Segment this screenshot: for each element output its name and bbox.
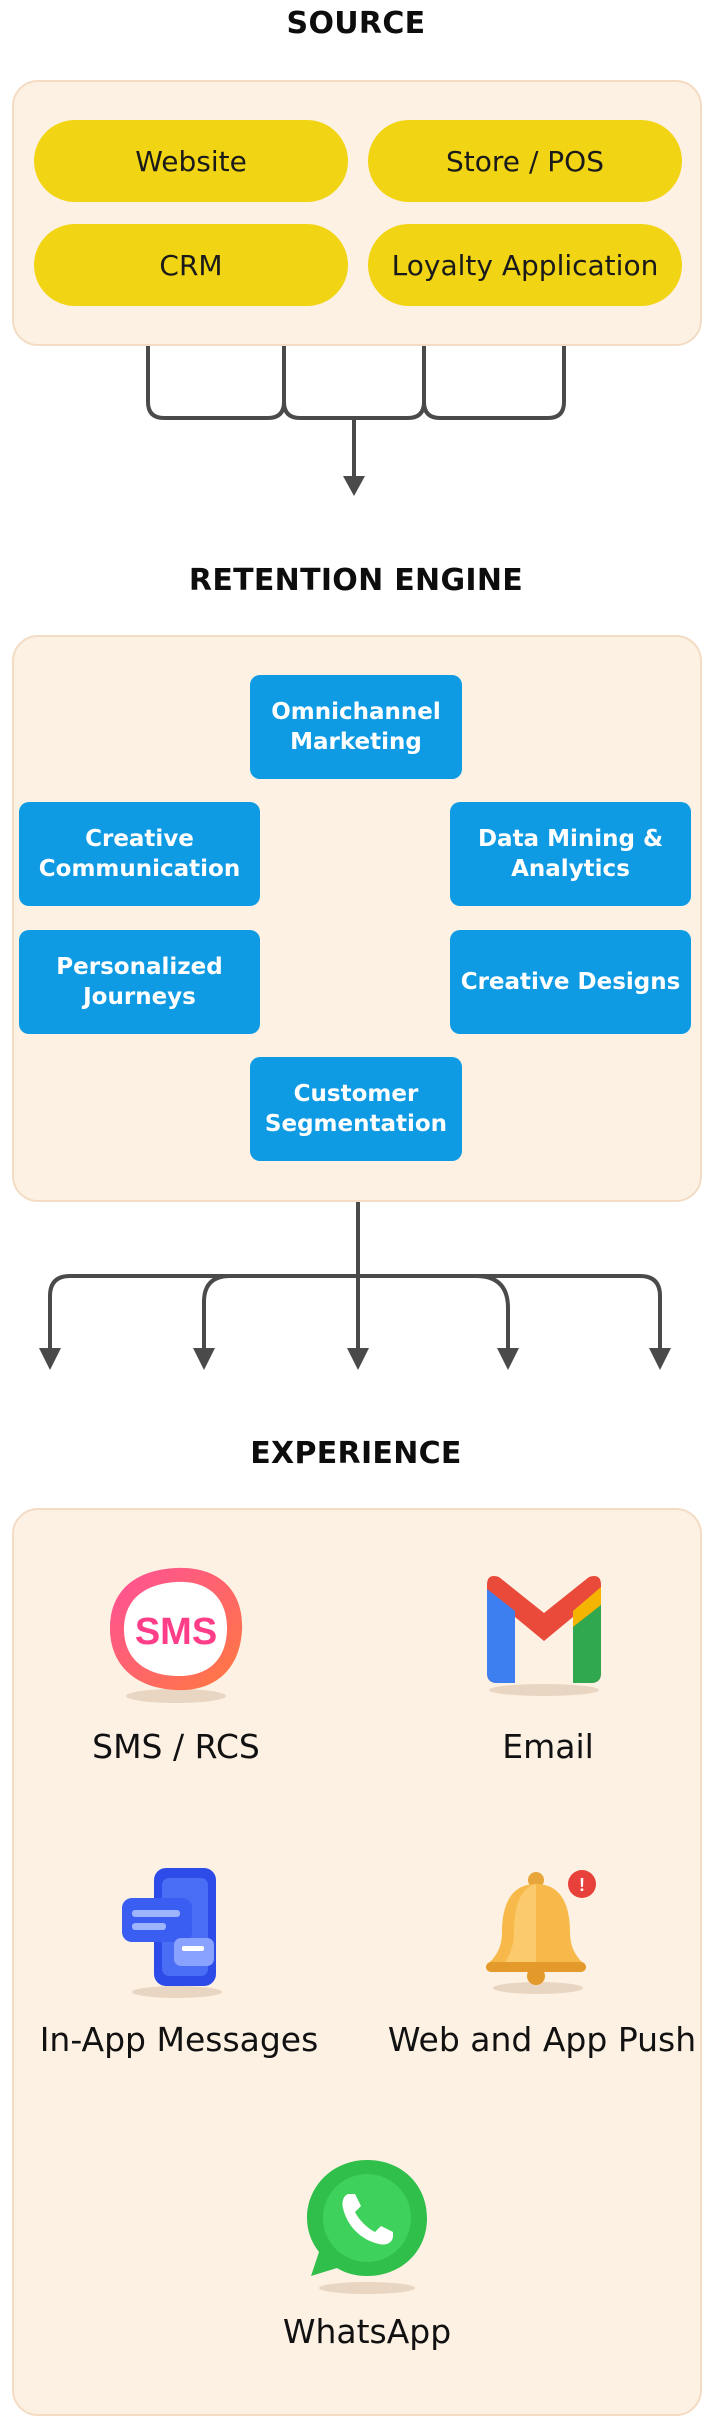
omnichannel-marketing-box: Omnichannel Marketing — [250, 675, 462, 779]
source-store-pos-pill: Store / POS — [368, 120, 682, 202]
source-crm-pill: CRM — [34, 224, 348, 306]
data-mining-analytics-box: Data Mining & Analytics — [450, 802, 691, 906]
personalized-journeys-box: Personalized Journeys — [19, 930, 260, 1034]
experience-title: EXPERIENCE — [250, 1436, 462, 1471]
svg-text:SMS: SMS — [135, 1611, 217, 1653]
gmail-icon — [469, 1565, 619, 1700]
email-label: Email — [502, 1727, 594, 1766]
in-app-messages-label: In-App Messages — [39, 2020, 319, 2059]
sms-icon: SMS — [96, 1558, 256, 1708]
customer-segmentation-box: Customer Segmentation — [250, 1057, 462, 1161]
experience-panel: SMS SMS / RCS Email In-App Messages — [12, 1508, 702, 2416]
whatsapp-label: WhatsApp — [282, 2312, 452, 2351]
source-panel: Website Store / POS CRM Loyalty Applicat… — [12, 80, 702, 346]
phone-chat-icon — [112, 1860, 242, 2000]
svg-text:!: ! — [579, 1875, 585, 1895]
creative-communication-box: Creative Communication — [19, 802, 260, 906]
source-title: SOURCE — [286, 6, 426, 41]
source-loyalty-pill: Loyalty Application — [368, 224, 682, 306]
engine-title: RETENTION ENGINE — [188, 563, 524, 598]
sms-rcs-label: SMS / RCS — [92, 1727, 260, 1766]
creative-designs-box: Creative Designs — [450, 930, 691, 1034]
engine-panel: Omnichannel Marketing Creative Communica… — [12, 635, 702, 1202]
whatsapp-icon — [297, 2148, 437, 2298]
source-website-pill: Website — [34, 120, 348, 202]
bell-icon: ! — [478, 1862, 608, 1997]
web-app-push-label: Web and App Push — [387, 2020, 697, 2059]
